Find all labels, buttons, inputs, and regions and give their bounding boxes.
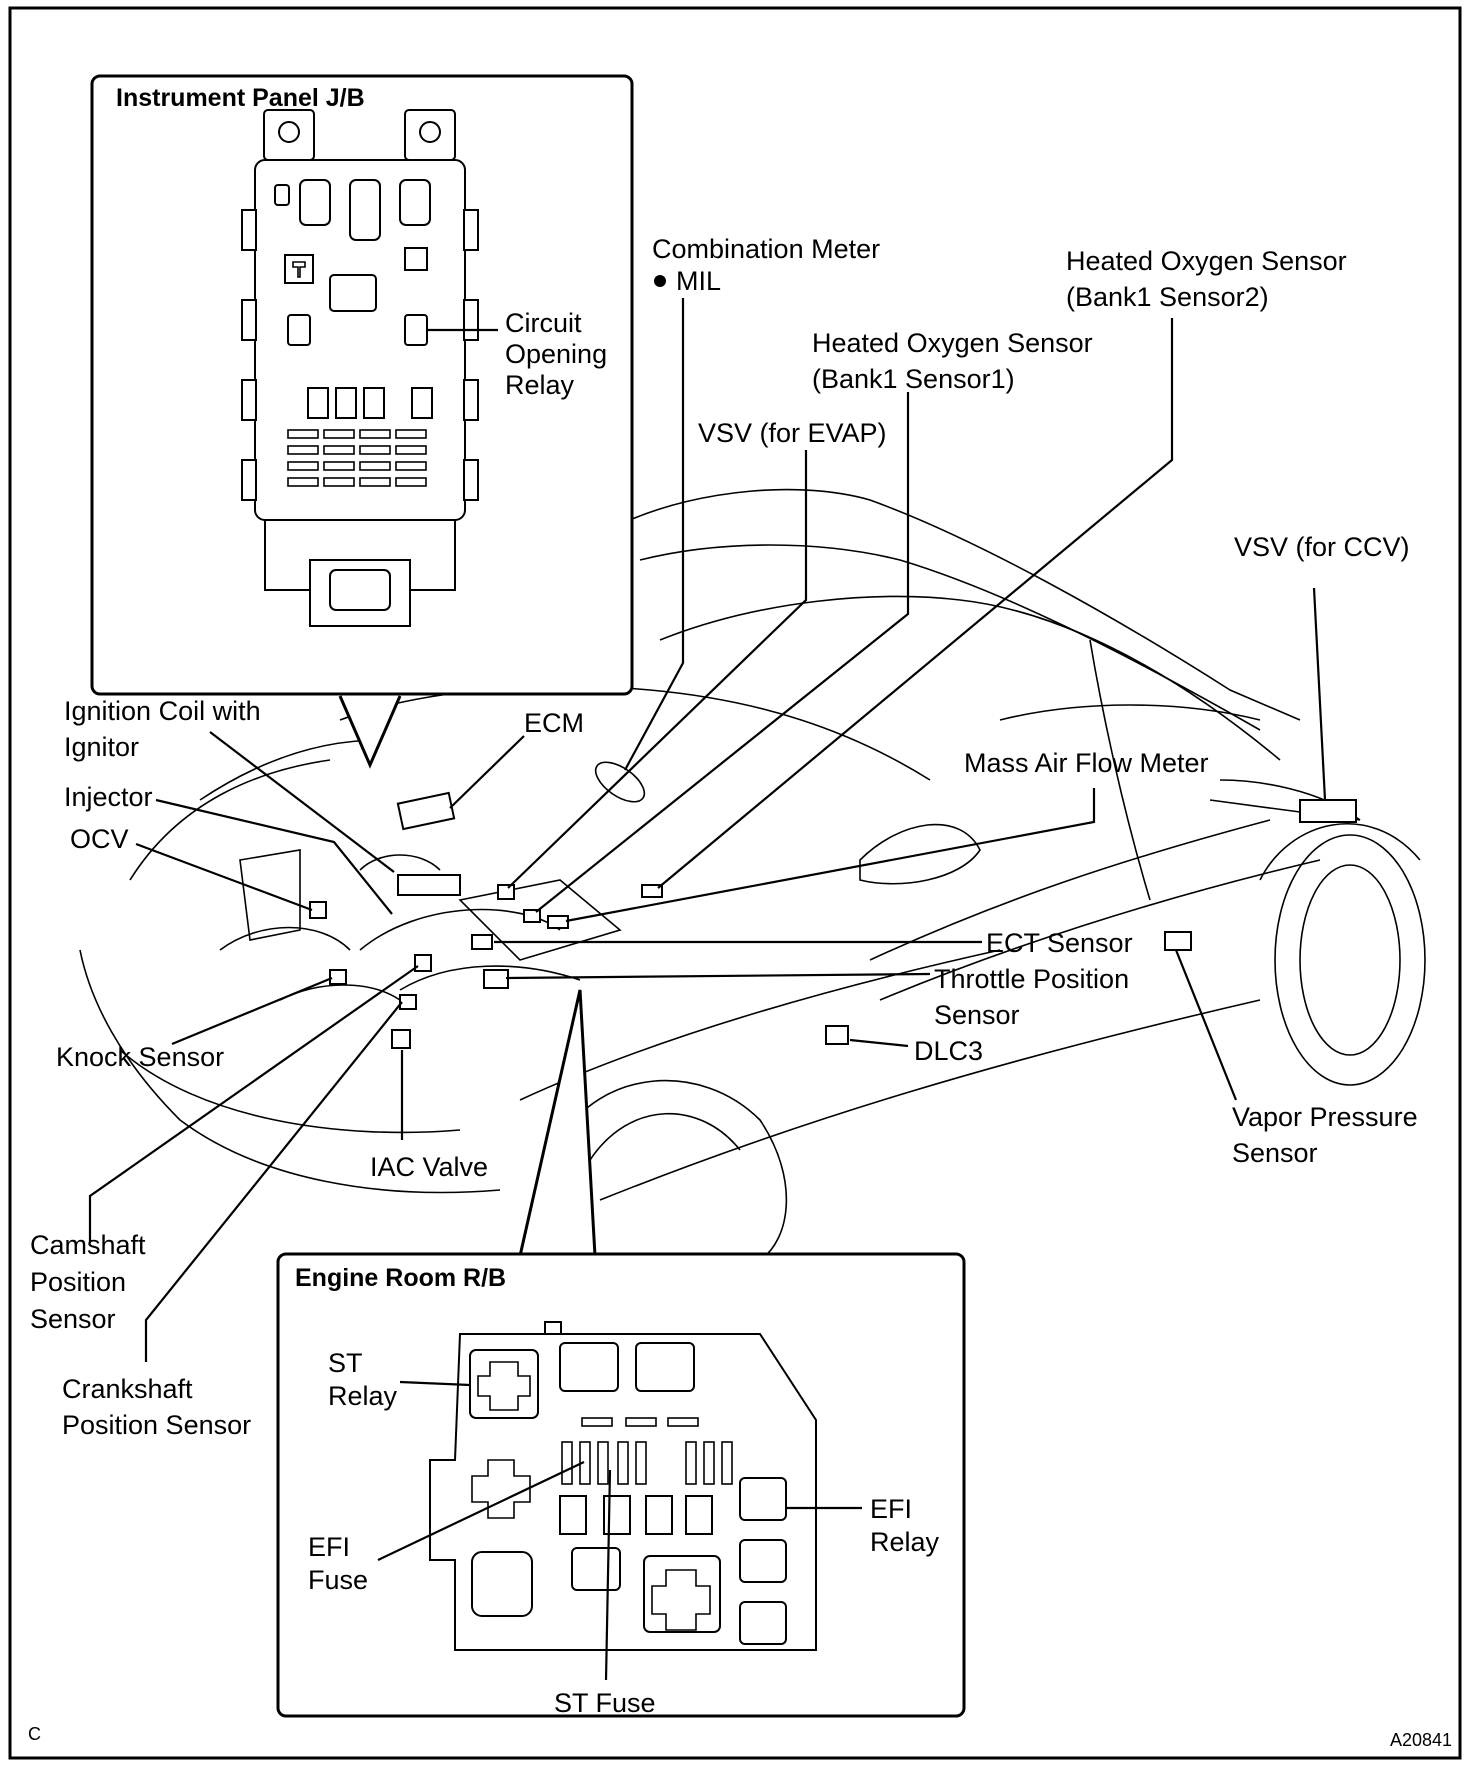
injector-part xyxy=(397,874,461,896)
ocv-label: OCV xyxy=(70,824,129,854)
camshaft-position-sensor-leader xyxy=(88,965,419,1242)
inset-title: Instrument Panel J/B xyxy=(116,84,365,112)
ignition-coil-label: Ignition Coil with Ignitor xyxy=(64,696,268,762)
throttle-body-part xyxy=(483,969,509,989)
heated-oxygen-s1-part xyxy=(523,909,541,923)
dlc3-part xyxy=(825,1025,849,1045)
inset-callout-pointer xyxy=(338,695,402,769)
vapor-pressure-sensor-label: Vapor Pressure Sensor xyxy=(1232,1102,1425,1168)
throttle-position-sensor-label: Throttle Position Sensor xyxy=(934,964,1137,1030)
vsv-ccv-part xyxy=(1299,799,1357,823)
relay-block-drawing xyxy=(429,1321,817,1651)
knock-sensor-label: Knock Sensor xyxy=(56,1042,224,1072)
instrument-panel-jb-inset: Instrument Panel J/B xyxy=(90,74,634,769)
cylinder-head-part xyxy=(359,854,441,871)
heated-oxygen-s1-leader xyxy=(535,392,910,913)
st-fuse-leader xyxy=(604,1469,612,1681)
ecm-leader xyxy=(449,735,525,809)
ocv-leader xyxy=(135,842,313,912)
vsv-evap-leader xyxy=(507,450,808,889)
vsv-evap-label: VSV (for EVAP) xyxy=(698,418,887,448)
mass-air-flow-meter-leader xyxy=(565,788,1096,923)
dlc3-leader xyxy=(849,1038,909,1048)
engine-room-rb-inset: Engine Room R/B xyxy=(276,989,966,1718)
mil-bullet-icon xyxy=(654,275,666,287)
component-labels: Combination Meter MIL Heated Oxygen Sens… xyxy=(28,234,1452,1750)
car-body-illustration xyxy=(79,488,1426,1261)
vapor-pressure-sensor-leader xyxy=(1174,949,1238,1101)
st-fuse-label: ST Fuse xyxy=(554,1688,656,1718)
crankshaft-position-sensor-label: Crankshaft Position Sensor xyxy=(62,1374,251,1440)
injector-leader xyxy=(155,798,393,915)
crankshaft-sensor-part xyxy=(399,994,417,1010)
throttle-position-sensor-leader xyxy=(505,972,931,980)
mil-label: MIL xyxy=(676,266,721,296)
ocv-part xyxy=(309,901,327,919)
efi-fuse-leader xyxy=(377,1461,585,1561)
efi-fuse-label: EFI Fuse xyxy=(308,1532,368,1595)
combination-meter-leader xyxy=(624,298,685,771)
figure-code: A20841 xyxy=(1390,1730,1452,1750)
leader-lines xyxy=(88,298,1327,1362)
dlc3-label: DLC3 xyxy=(914,1036,983,1066)
knock-sensor-leader xyxy=(171,976,333,1046)
ignition-coil-leader xyxy=(209,731,395,873)
vsv-evap-part xyxy=(497,884,515,900)
combination-meter-label: Combination Meter xyxy=(652,234,880,264)
vsv-ccv-label: VSV (for CCV) xyxy=(1234,532,1410,562)
camshaft-position-sensor-label: Camshaft Position Sensor xyxy=(30,1230,153,1334)
st-relay-label: ST Relay xyxy=(328,1348,398,1411)
outer-frame xyxy=(8,6,1462,1760)
ecm-label: ECM xyxy=(524,708,584,738)
knock-sensor-part xyxy=(329,969,347,985)
ecm-unit xyxy=(396,791,456,831)
inset-title-2: Engine Room R/B xyxy=(295,1264,506,1292)
circuit-opening-relay-label: Circuit Opening Relay xyxy=(505,308,615,400)
mass-air-flow-meter-label: Mass Air Flow Meter xyxy=(964,748,1209,778)
mass-air-flow-meter-part xyxy=(547,915,569,929)
ect-sensor-part xyxy=(471,934,493,950)
iac-valve-part xyxy=(391,1029,411,1049)
engine-components xyxy=(309,791,1357,1049)
heated-oxygen-s2-label: Heated Oxygen Sensor (Bank1 Sensor2) xyxy=(1066,246,1354,312)
st-relay-leader xyxy=(399,1380,471,1387)
corner-mark: C xyxy=(28,1724,41,1744)
vapor-pressure-sensor-part xyxy=(1164,931,1192,951)
injector-label: Injector xyxy=(64,782,153,812)
heated-oxygen-s2-part xyxy=(641,884,663,898)
vsv-ccv-leader xyxy=(1312,587,1327,801)
camshaft-sensor-part xyxy=(414,954,432,972)
heated-oxygen-s2-leader xyxy=(657,318,1174,889)
efi-relay-label: EFI Relay xyxy=(870,1494,940,1557)
crankshaft-position-sensor-leader xyxy=(144,1001,403,1362)
junction-block-drawing xyxy=(241,109,479,627)
inset-callout-pointer-2 xyxy=(518,989,597,1257)
iac-valve-label: IAC Valve xyxy=(370,1152,488,1182)
heated-oxygen-s1-label: Heated Oxygen Sensor (Bank1 Sensor1) xyxy=(812,328,1100,394)
ect-sensor-label: ECT Sensor xyxy=(986,928,1133,958)
